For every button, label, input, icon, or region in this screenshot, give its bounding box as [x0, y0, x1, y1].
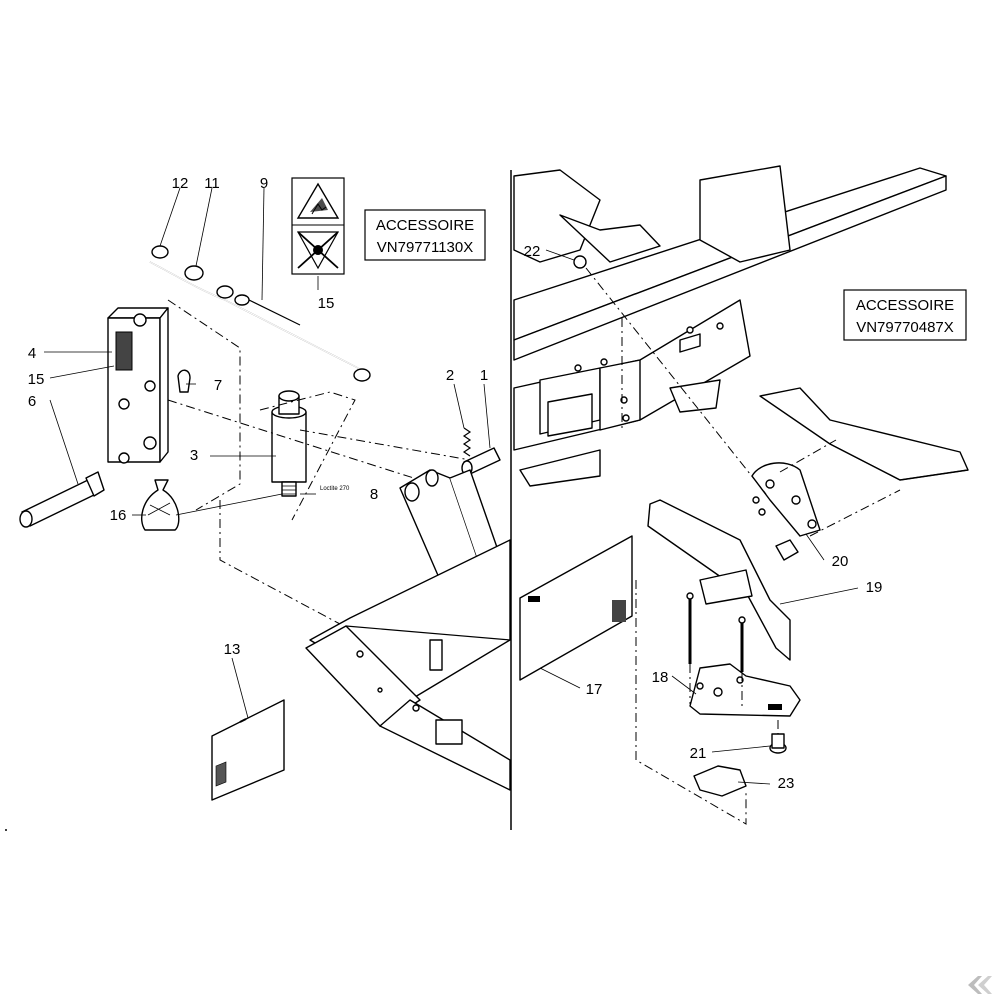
- callout-2: 2: [446, 367, 454, 384]
- spring: [462, 427, 472, 457]
- hitch-pin: [19, 471, 105, 528]
- rubber-mount: [769, 733, 787, 754]
- chassis-beam: [513, 165, 947, 487]
- callout-17: 17: [586, 681, 603, 698]
- warning-decal: [291, 177, 345, 275]
- leader-lines-left: [44, 187, 491, 719]
- assembly-line: [809, 489, 901, 537]
- instruction-decal: [211, 699, 285, 801]
- logo-mark-icon: [968, 976, 992, 994]
- callout-1: 1: [480, 367, 488, 384]
- accessory-box-left-line2: VN79771130X: [377, 239, 473, 256]
- assembly-line: [219, 500, 341, 625]
- callout-18: 18: [652, 669, 669, 686]
- decal-panel: [519, 535, 633, 681]
- frame-structure: [305, 469, 511, 791]
- callout-13: 13: [224, 641, 241, 658]
- left-panel: ACCESSOIRE VN79771130X: [19, 175, 511, 801]
- assembly-line: [635, 580, 747, 825]
- right-panel: ACCESSOIRE VN79770487X: [513, 165, 969, 825]
- callout-19: 19: [866, 579, 883, 596]
- stray-dot: [5, 829, 7, 831]
- callout-7: 7: [214, 377, 222, 394]
- parts-bag: [141, 479, 180, 531]
- assembly-line: [779, 439, 837, 473]
- callout-15-plate: 15: [28, 371, 45, 388]
- mudguard-bracket: [751, 387, 969, 561]
- warning-triangle-icon: [296, 182, 340, 219]
- callout-4: 4: [28, 345, 36, 362]
- leader-lines-right: [539, 249, 859, 785]
- callout-22: 22: [524, 243, 541, 260]
- prohibition-sign-icon: [296, 231, 340, 270]
- callout-6: 6: [28, 393, 36, 410]
- loctite-label: Loctite 270: [320, 486, 350, 492]
- mounting-plate: [107, 307, 169, 464]
- callout-23: 23: [778, 775, 795, 792]
- assembly-line: [167, 399, 421, 481]
- callout-12: 12: [172, 175, 189, 192]
- callout-20: 20: [832, 553, 849, 570]
- pad-plate: [693, 765, 747, 797]
- callout-21: 21: [690, 745, 707, 762]
- assembly-line: [299, 429, 471, 461]
- accessory-box-right-line2: VN79770487X: [856, 319, 954, 336]
- hose-fitting: [151, 245, 371, 382]
- callout-15-decal: 15: [318, 295, 335, 312]
- accessory-box-right-line1: ACCESSOIRE: [856, 297, 954, 314]
- accessory-box-right: ACCESSOIRE VN79770487X: [843, 289, 967, 341]
- spring-pin: [177, 369, 191, 393]
- bolt: [573, 255, 587, 269]
- callout-8: 8: [370, 486, 378, 503]
- accessory-box-left: ACCESSOIRE VN79771130X: [364, 209, 486, 261]
- callout-16: 16: [110, 507, 127, 524]
- assembly-line: [689, 664, 779, 734]
- mounting-plate-right: [689, 663, 801, 717]
- assembly-line: [259, 391, 356, 521]
- callout-9: 9: [260, 175, 268, 192]
- callout-3: 3: [190, 447, 198, 464]
- hydraulic-cylinder: [271, 390, 307, 497]
- mudguard: [647, 499, 791, 661]
- grease-hose: [149, 245, 371, 382]
- mounting-bolts: [686, 592, 746, 672]
- callout-11: 11: [204, 175, 220, 192]
- assembly-line: [167, 299, 241, 511]
- accessory-box-left-line1: ACCESSOIRE: [376, 217, 474, 234]
